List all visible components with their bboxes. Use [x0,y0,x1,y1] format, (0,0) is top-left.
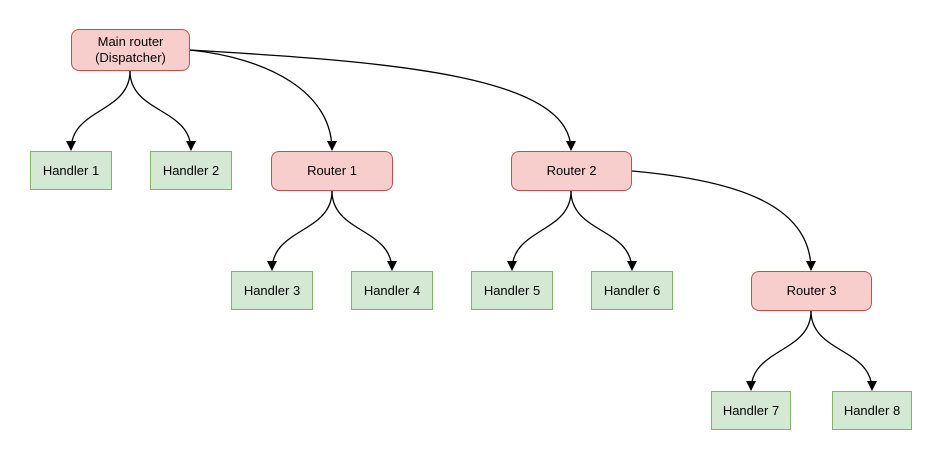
edge-router-2-to-handler-5 [507,190,572,271]
node-handler-4: Handler 4 [351,271,433,310]
node-handler-1: Handler 1 [30,151,112,190]
node-handler-8-label: Handler 8 [843,402,901,418]
node-handler-3-label: Handler 3 [243,282,301,298]
node-handler-1-label: Handler 1 [42,162,100,178]
node-handler-7: Handler 7 [711,391,791,430]
node-main-router-label-line2: (Dispatcher) [95,50,166,65]
edge-main-router-to-handler-1 [66,70,131,151]
edge-router-1-to-handler-3 [267,190,333,271]
node-handler-2-label: Handler 2 [162,162,220,178]
node-handler-7-label: Handler 7 [722,402,780,418]
node-router-1-label: Router 1 [307,163,357,178]
node-main-router: Main router (Dispatcher) [71,29,190,71]
node-handler-8: Handler 8 [832,391,912,430]
node-router-2: Router 2 [511,151,632,191]
node-handler-5: Handler 5 [471,271,553,310]
node-handler-5-label: Handler 5 [483,282,541,298]
node-router-2-label: Router 2 [546,163,597,178]
node-router-3: Router 3 [751,271,872,311]
node-handler-6-label: Handler 6 [603,282,661,298]
node-router-3-label: Router 3 [786,283,837,298]
edge-router-1-to-handler-4 [331,190,397,271]
node-handler-4-label: Handler 4 [363,282,421,298]
edge-main-router-to-router-1 [189,49,337,151]
node-router-1: Router 1 [271,151,393,191]
edge-router-3-to-handler-8 [810,310,877,391]
node-main-router-label-line1: Main router [97,34,164,49]
edge-router-2-to-handler-6 [570,190,637,271]
edge-main-router-to-router-2 [189,49,576,151]
edge-router-2-to-router-3 [631,170,816,271]
edge-main-router-to-handler-2 [129,70,196,151]
node-handler-2: Handler 2 [150,151,232,190]
node-handler-6: Handler 6 [591,271,673,310]
edge-router-3-to-handler-7 [746,310,812,391]
node-handler-3: Handler 3 [231,271,313,310]
